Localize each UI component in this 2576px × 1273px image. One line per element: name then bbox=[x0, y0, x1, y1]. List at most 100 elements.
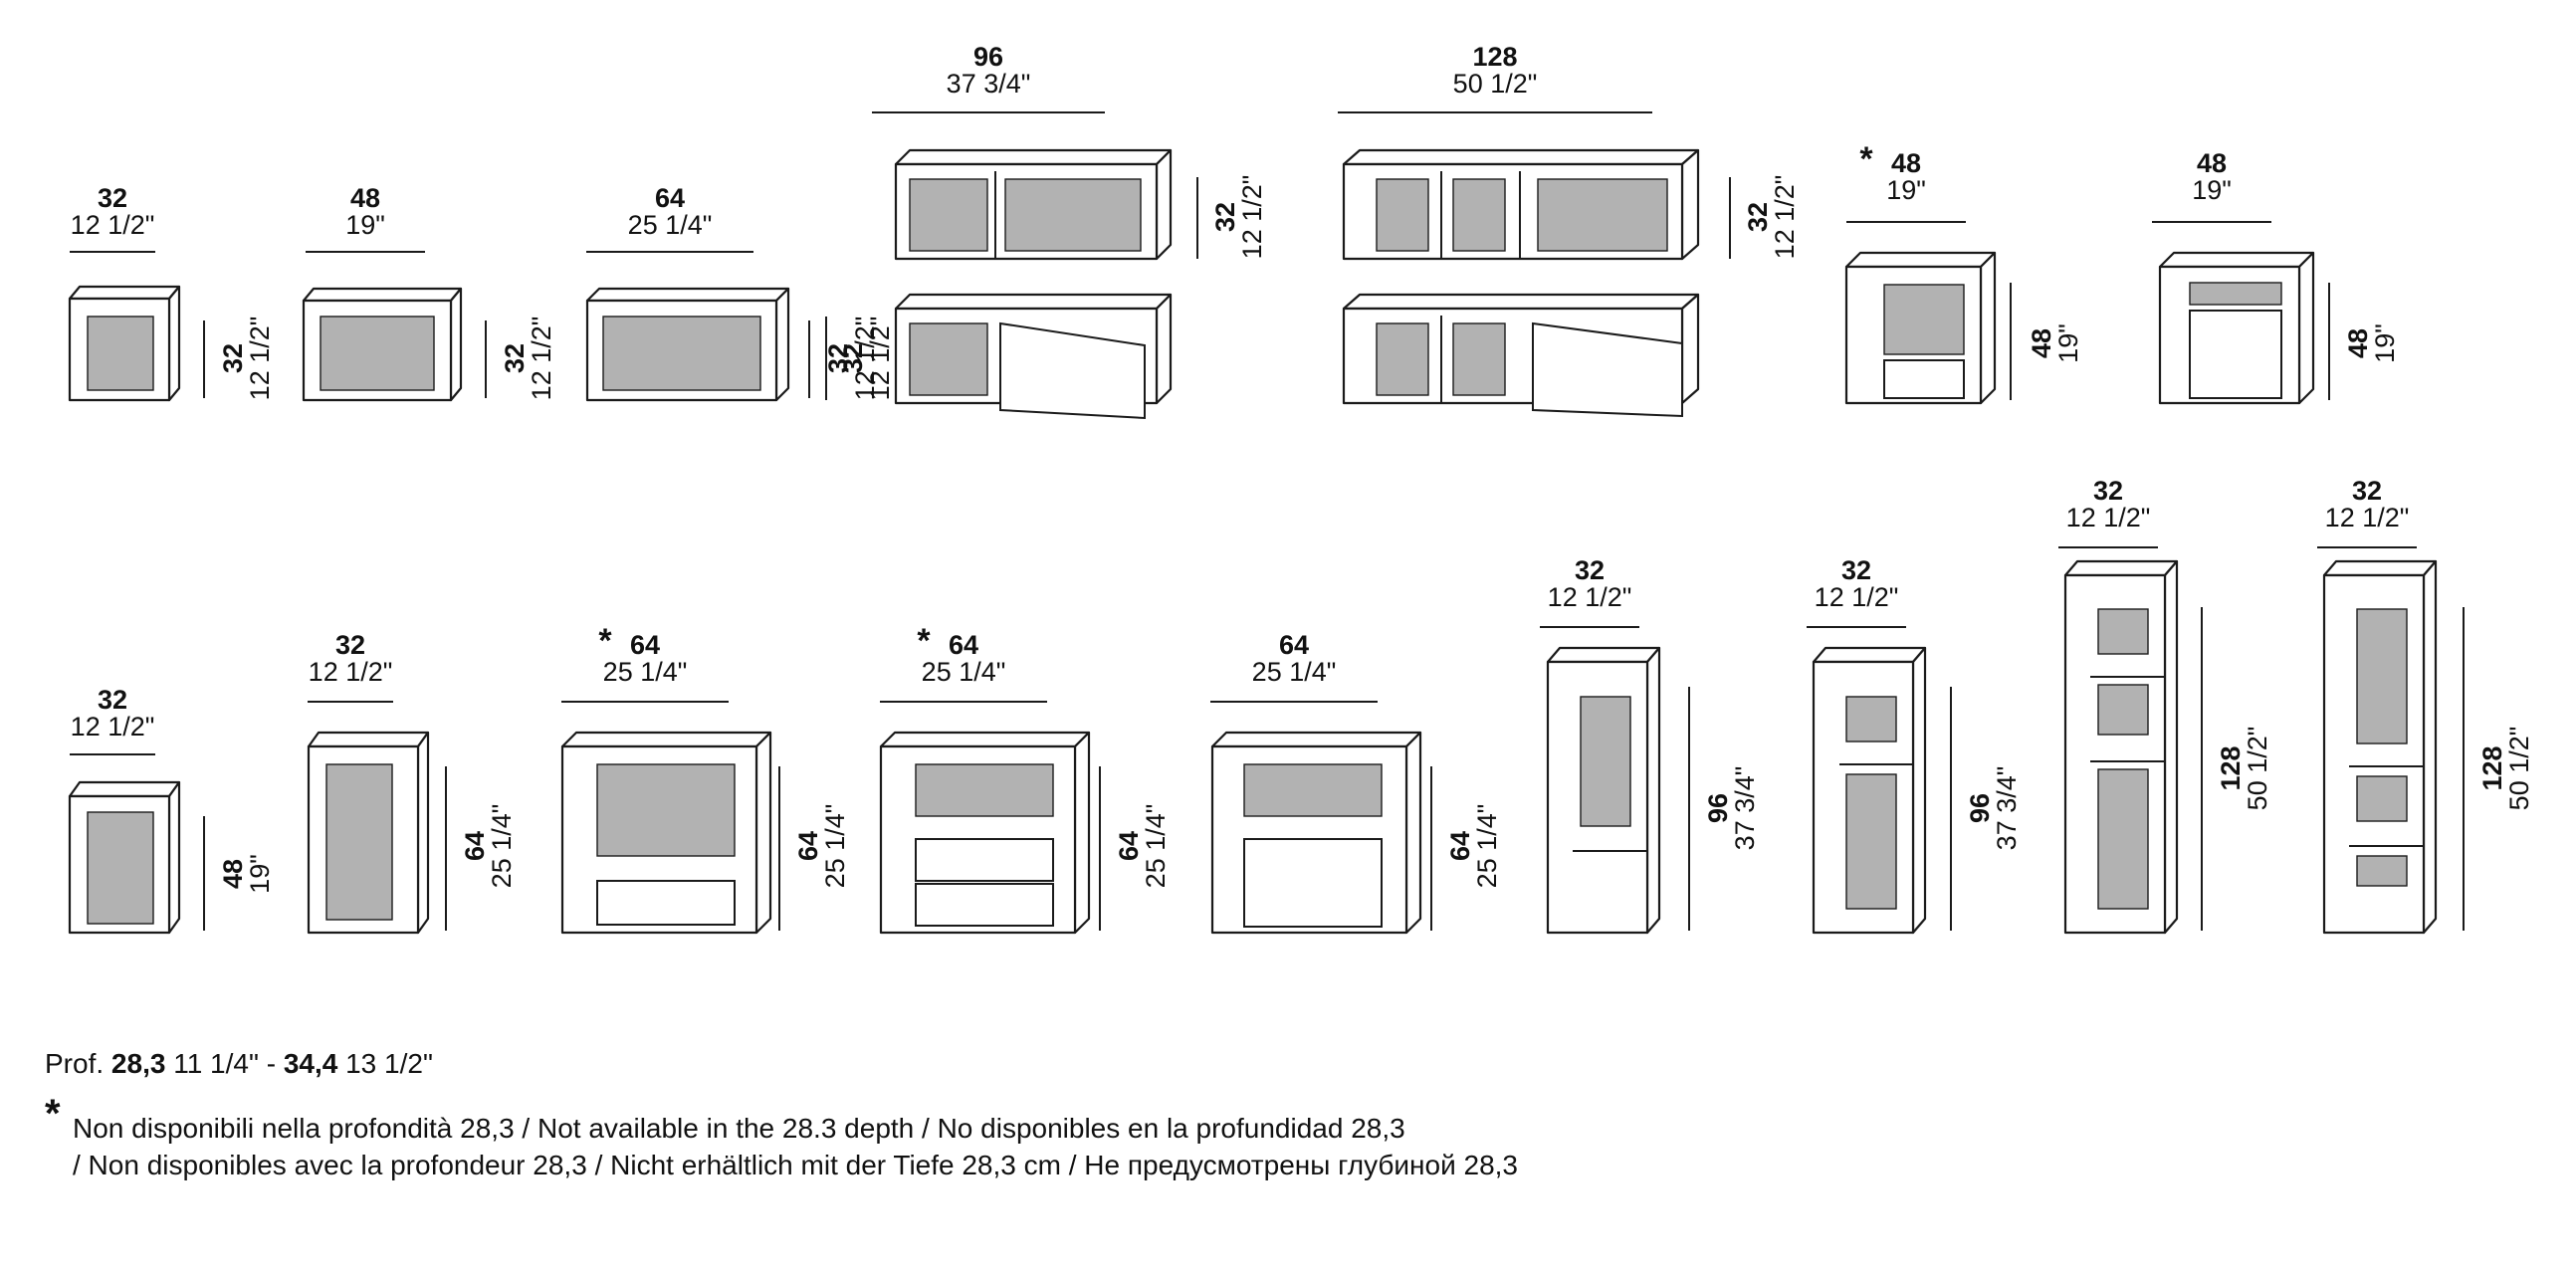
drawer-front-top bbox=[915, 838, 1054, 882]
width-cm-value: 32 bbox=[1575, 555, 1605, 585]
cabinet-48x48-drawer bbox=[1844, 251, 1997, 405]
back-panel bbox=[2097, 684, 2149, 736]
back-panel bbox=[596, 763, 736, 857]
modules-diagram: 3212 1/2"3212 1/2"4819"3212 1/2"6425 1/4… bbox=[68, 42, 2534, 935]
width-cm-label: 64 bbox=[1279, 630, 1309, 660]
depth2-in: 13 1/2" bbox=[345, 1048, 433, 1079]
height-inch-value: 25 1/4" bbox=[1141, 804, 1171, 889]
height-cm-value: 96 bbox=[1703, 793, 1733, 823]
height-label: 3212 1/2" bbox=[218, 317, 275, 401]
height-label: 3212 1/2" bbox=[500, 317, 556, 401]
back-panel bbox=[1452, 178, 1506, 252]
width-inch-label: 25 1/4" bbox=[922, 657, 1006, 687]
cabinet-side bbox=[2422, 559, 2438, 935]
width-dimension-r2-32: 3212 1/2" bbox=[70, 685, 155, 755]
height-label: 4819" bbox=[218, 854, 275, 894]
width-cm-value: 32 bbox=[1841, 555, 1871, 585]
width-inch-label: 12 1/2" bbox=[2066, 503, 2151, 532]
cabinet-side bbox=[754, 731, 772, 935]
width-inch-label: 12 1/2" bbox=[2325, 503, 2410, 532]
height-cm-value: 48 bbox=[2343, 328, 2373, 358]
width-dimension-r2-32e: 3212 1/2" bbox=[2058, 476, 2158, 548]
width-inch-label: 12 1/2" bbox=[1815, 582, 1899, 612]
cabinet-top bbox=[2322, 559, 2438, 577]
unavailable-asterisk: * bbox=[1859, 140, 1873, 178]
back-panel bbox=[1537, 178, 1668, 252]
depth1-in: 11 1/4" bbox=[173, 1048, 259, 1079]
width-cm-value: 48 bbox=[2197, 148, 2227, 178]
cabinet-top bbox=[894, 148, 1173, 166]
width-dimension-r1-48b: 4819" bbox=[2152, 148, 2271, 223]
back-panel bbox=[2097, 608, 2149, 655]
width-inch-label: 12 1/2" bbox=[1548, 582, 1632, 612]
height-dimension-r2-64c: 6425 1/4" bbox=[1430, 766, 1502, 931]
flap-front bbox=[1243, 838, 1383, 928]
height-cm-value: 64 bbox=[793, 831, 823, 861]
height-label: 3212 1/2" bbox=[1743, 175, 1800, 260]
width-cm-label: 48 bbox=[2197, 148, 2227, 178]
footer: Prof. 28,3 11 1/4" - 34,4 13 1/2" * Non … bbox=[45, 1045, 1518, 1183]
cabinet-side bbox=[774, 287, 790, 402]
width-cm-label: 32 bbox=[2093, 476, 2123, 506]
height-inch-value: 12 1/2" bbox=[527, 317, 556, 401]
width-cm-label: 48 bbox=[1891, 148, 1921, 178]
height-cm-value: 32 bbox=[218, 343, 248, 373]
back-panel bbox=[87, 316, 154, 391]
height-cm-value: 48 bbox=[2027, 328, 2056, 358]
cabinet-32x48 bbox=[68, 780, 181, 935]
cabinet-top bbox=[585, 287, 790, 303]
cabinet-side bbox=[1404, 731, 1422, 935]
width-cm-label: 32 bbox=[98, 685, 127, 715]
height-cm-value: 64 bbox=[1114, 831, 1144, 861]
cabinet-64x64-two-drawers bbox=[879, 731, 1091, 935]
cabinet-side bbox=[2163, 559, 2179, 935]
width-dimension-r2-64a: 64*25 1/4" bbox=[561, 622, 729, 703]
width-inch-label: 19" bbox=[1886, 175, 1926, 205]
width-inch-label: 19" bbox=[2192, 175, 2232, 205]
open-door bbox=[999, 321, 1146, 420]
back-panel bbox=[915, 763, 1054, 817]
cabinet-48x32 bbox=[302, 287, 463, 402]
height-dimension-r1-128: 3212 1/2" bbox=[1729, 175, 1800, 260]
height-label: 4819" bbox=[2343, 323, 2400, 363]
height-inch-value: 50 1/2" bbox=[2243, 727, 2272, 811]
cabinet-side bbox=[167, 285, 181, 402]
cabinet-side bbox=[449, 287, 463, 402]
back-panel bbox=[2189, 282, 2282, 306]
height-dimension-r2-32: 4819" bbox=[203, 816, 275, 931]
note-asterisk: * bbox=[45, 1092, 61, 1136]
back-panel bbox=[909, 322, 988, 396]
drawer-front bbox=[1883, 359, 1965, 399]
cabinet-top bbox=[2063, 559, 2179, 577]
flap-front bbox=[2189, 310, 2282, 399]
height-dimension-r1-96: 3212 1/2" bbox=[1196, 175, 1267, 259]
width-cm-value: 48 bbox=[350, 183, 380, 213]
height-label: 12850 1/2" bbox=[2216, 727, 2272, 811]
width-dimension-r1-128: 12850 1/2" bbox=[1338, 42, 1652, 113]
width-dimension-r1-48a: 48 * 19" bbox=[1846, 140, 1966, 223]
width-cm-value: 64 bbox=[1279, 630, 1309, 660]
cabinet-top bbox=[307, 731, 430, 748]
width-dimension-r1-32: 3212 1/2" bbox=[70, 183, 155, 253]
cabinet-top bbox=[1546, 646, 1661, 664]
back-panel bbox=[602, 316, 761, 391]
back-panel bbox=[1580, 696, 1631, 827]
back-panel bbox=[2356, 855, 2408, 887]
cabinet-side bbox=[416, 731, 430, 935]
width-inch-label: 12 1/2" bbox=[71, 712, 155, 742]
width-cm-label: 128 bbox=[1472, 42, 1517, 72]
cabinet-96x32-door bbox=[894, 293, 1173, 420]
height-cm-value: 32 bbox=[838, 343, 868, 373]
cabinet-64x32 bbox=[585, 287, 790, 402]
cabinet-side bbox=[1979, 251, 1997, 405]
height-label: 6425 1/4" bbox=[793, 804, 850, 889]
back-panel bbox=[1845, 696, 1897, 743]
height-cm-value: 64 bbox=[460, 831, 490, 861]
width-cm-label: 48 bbox=[350, 183, 380, 213]
height-inch-value: 37 3/4" bbox=[1730, 766, 1760, 851]
height-dimension-r2-64a: 6425 1/4" bbox=[778, 766, 850, 931]
width-dimension-r2-32c: 3212 1/2" bbox=[1540, 555, 1639, 628]
width-cm-label: 32 bbox=[1841, 555, 1871, 585]
cabinet-top bbox=[879, 731, 1091, 748]
width-cm-value: 128 bbox=[1472, 42, 1517, 72]
